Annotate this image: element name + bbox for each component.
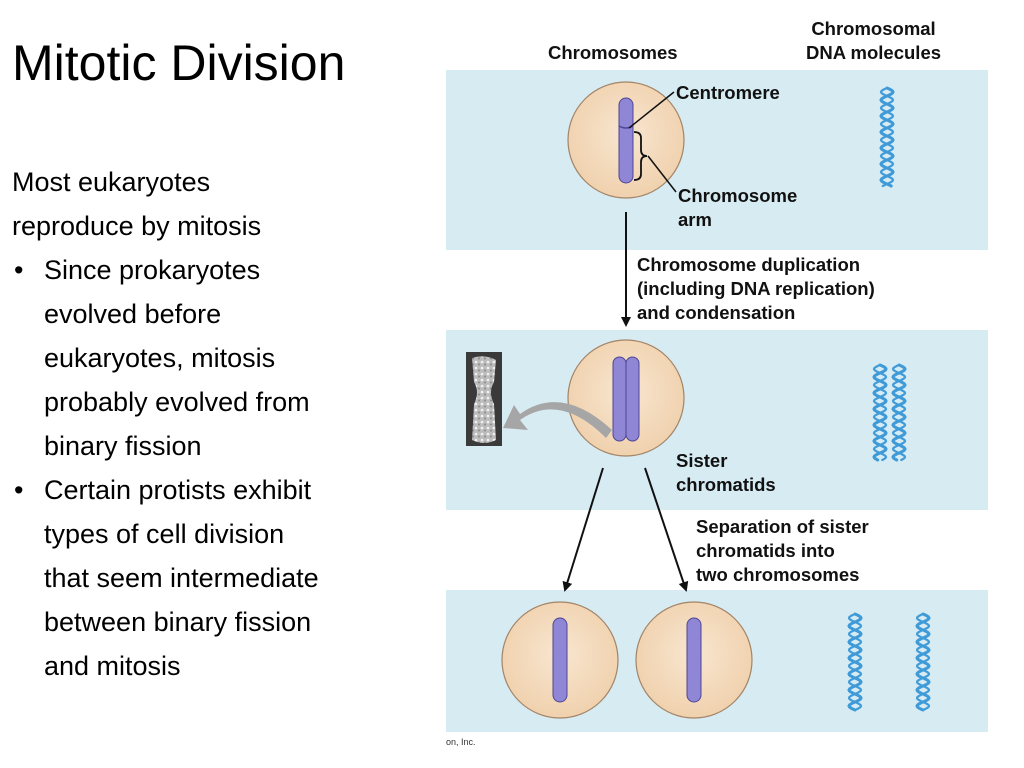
daughter-chromosome-right <box>686 617 702 703</box>
separation-arrow-left <box>562 467 604 592</box>
intro-line: reproduce by mitosis <box>12 211 262 241</box>
bullet-icon: • <box>14 475 24 505</box>
dna-strand <box>879 86 895 188</box>
single-chromosome <box>618 97 634 184</box>
arm-label-line: Chromosome <box>678 185 798 206</box>
header-dna-molecules: Chromosomal DNA molecules <box>806 17 941 65</box>
arm-bracket <box>633 131 648 181</box>
dna-helix-duplicated-2 <box>891 363 907 462</box>
header-dna-line: Chromosomal <box>811 18 936 39</box>
bullet-list: • Since prokaryotes evolved before eukar… <box>12 248 412 688</box>
slide-body: Most eukaryotes reproduce by mitosis • S… <box>12 160 412 688</box>
sister-label-line: Sister <box>676 450 728 471</box>
sister-chromatid-right <box>625 356 640 442</box>
arm-label-line: arm <box>678 209 712 230</box>
bullet-line: binary fission <box>44 431 202 461</box>
micrograph-chromosome <box>472 356 496 443</box>
bullet-item: • Certain protists exhibit types of cell… <box>12 468 412 688</box>
header-chromosomes: Chromosomes <box>548 42 678 63</box>
sister-chromatids-label: Sister chromatids <box>676 449 776 497</box>
intro-line: Most eukaryotes <box>12 167 211 197</box>
step1-line: Chromosome duplication <box>637 254 861 275</box>
bullet-line: evolved before <box>44 299 222 329</box>
dna-helix-separated-2 <box>915 612 931 712</box>
micrograph-pointer-arrow <box>503 402 612 438</box>
dna-helix-single <box>879 86 895 188</box>
separation-arrow-right <box>644 467 689 592</box>
bullet-line: probably evolved from <box>44 387 310 417</box>
step2-line: two chromosomes <box>696 564 860 585</box>
daughter-chromosome-left <box>552 617 568 703</box>
duplication-step-label: Chromosome duplication (including DNA re… <box>637 253 875 325</box>
dna-strand <box>891 363 907 462</box>
centromere-label: Centromere <box>676 82 780 103</box>
dna-helix-separated-1 <box>847 612 863 712</box>
step2-line: Separation of sister <box>696 516 869 537</box>
centromere-leader <box>628 91 675 129</box>
bullet-line: that seem intermediate <box>44 563 319 593</box>
bullet-line: Since prokaryotes <box>44 255 261 285</box>
copyright-note: on, Inc. <box>446 737 476 747</box>
dna-helix-duplicated-1 <box>872 363 888 462</box>
step1-line: and condensation <box>637 302 796 323</box>
sister-label-line: chromatids <box>676 474 776 495</box>
bullet-line: between binary fission <box>44 607 312 637</box>
panel-top <box>446 70 988 250</box>
chromosome-arm-label: Chromosome arm <box>678 184 797 232</box>
step2-line: chromatids into <box>696 540 835 561</box>
dna-strand <box>915 612 931 712</box>
bullet-line: types of cell division <box>44 519 285 549</box>
sister-chromatid-left <box>612 356 627 442</box>
bullet-line: Certain protists exhibit <box>44 475 312 505</box>
dna-strand <box>847 612 863 712</box>
bullet-line: and mitosis <box>44 651 181 681</box>
arm-leader <box>647 155 677 193</box>
dna-strand <box>872 363 888 462</box>
slide-title: Mitotic Division <box>12 35 346 91</box>
step1-line: (including DNA replication) <box>637 278 875 299</box>
bullet-line: eukaryotes, mitosis <box>44 343 276 373</box>
intro-paragraph: Most eukaryotes reproduce by mitosis <box>12 160 412 248</box>
bullet-item: • Since prokaryotes evolved before eukar… <box>12 248 412 468</box>
bullet-icon: • <box>14 255 24 285</box>
header-dna-line: DNA molecules <box>806 42 942 63</box>
separation-step-label: Separation of sister chromatids into two… <box>696 515 869 587</box>
